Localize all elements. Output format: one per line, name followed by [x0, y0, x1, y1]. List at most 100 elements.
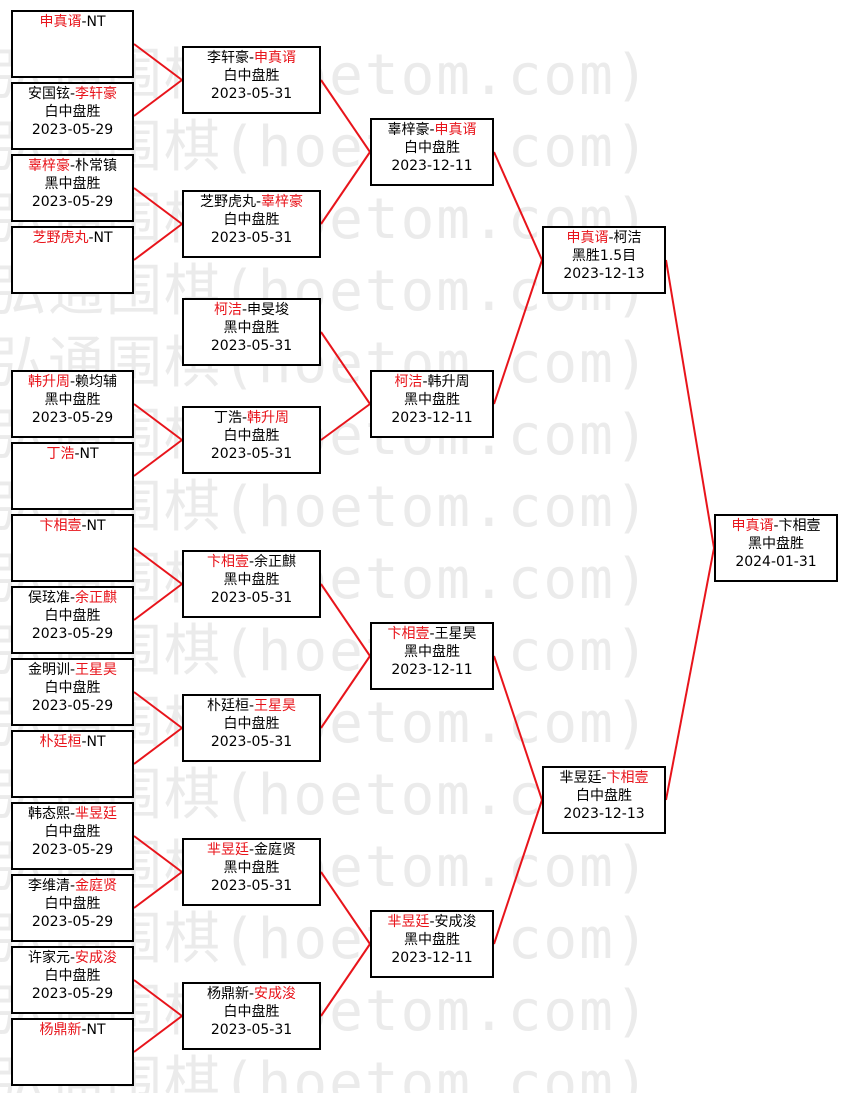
- match-players: 许家元-安成浚: [13, 949, 132, 967]
- connector-r1m6-r2m4: [133, 439, 183, 477]
- match-players: 卞相壹-NT: [13, 517, 132, 535]
- match-players: 卞相壹-余正麒: [184, 553, 319, 571]
- match-date: 2023-12-11: [391, 410, 473, 426]
- player-two: 韩升周: [247, 410, 290, 426]
- connector-r1m3-r2m2: [133, 187, 183, 225]
- player-two: 赖均辅: [75, 374, 118, 390]
- match-result: 白中盘胜: [223, 428, 280, 444]
- connector-r1m2-r2m1: [133, 79, 183, 117]
- player-two: 申真谞: [254, 50, 297, 66]
- match-result: 白中盘胜: [576, 788, 632, 804]
- connector-r2m8-r3m4: [320, 943, 371, 1017]
- match-players: 卞相壹-王星昊: [372, 625, 492, 643]
- match-box-r4m2: 芈昱廷-卞相壹白中盘胜 2023-12-13: [542, 766, 666, 834]
- match-players: 杨鼎新-NT: [13, 1021, 132, 1039]
- match-players: 芈昱廷-安成浚: [372, 913, 492, 931]
- match-date: 2023-12-11: [391, 950, 473, 966]
- connector-r3m4-r4m2: [493, 799, 543, 945]
- player-separator: -: [69, 590, 76, 606]
- player-two: NT: [86, 734, 106, 750]
- connector-r3m1-r4m1: [493, 151, 543, 261]
- match-result: 白中盘胜: [44, 824, 101, 840]
- match-date: 2023-05-29: [31, 914, 114, 930]
- player-one: 韩态熙: [27, 806, 70, 822]
- player-two: 余正麒: [254, 554, 297, 570]
- player-separator: -: [429, 122, 435, 138]
- match-date: 2023-05-29: [31, 122, 114, 138]
- player-two: 金庭贤: [75, 878, 118, 894]
- player-two: 余正麒: [75, 590, 118, 606]
- player-one: 柯洁: [213, 302, 242, 318]
- player-one: 杨鼎新: [206, 986, 249, 1002]
- match-date: 2023-05-31: [210, 86, 293, 102]
- match-result: 黑中盘胜: [404, 932, 460, 948]
- match-result: 白中盘胜: [44, 968, 101, 984]
- player-one: 朴廷桓: [206, 698, 249, 714]
- match-players: 朴廷桓-王星昊: [184, 697, 319, 715]
- match-result: 黑中盘胜: [223, 320, 280, 336]
- connector-r1m8-r2m5: [133, 583, 183, 621]
- match-date: 2023-05-29: [31, 842, 114, 858]
- player-separator: -: [608, 230, 614, 246]
- match-players: 申真谞-柯洁: [544, 229, 664, 247]
- player-two: 安成浚: [434, 914, 477, 930]
- match-box-r1m6: 丁浩-NT: [11, 442, 134, 510]
- match-players: 丁浩-韩升周: [184, 409, 319, 427]
- match-date: 2023-05-29: [31, 194, 114, 210]
- player-one: 辜梓豪: [387, 122, 430, 138]
- match-result: 白中盘胜: [44, 896, 101, 912]
- player-two: NT: [86, 14, 106, 30]
- match-date: 2023-05-29: [31, 986, 114, 1002]
- match-players: 杨鼎新-安成浚: [184, 985, 319, 1003]
- player-one: 李轩豪: [206, 50, 249, 66]
- player-separator: -: [81, 14, 87, 30]
- player-two: 王星昊: [254, 698, 297, 714]
- match-date: 2023-12-13: [563, 806, 645, 822]
- match-date: 2023-05-31: [210, 1022, 293, 1038]
- match-players: 韩态熙-芈昱廷: [13, 805, 132, 823]
- match-players: 芈昱廷-卞相壹: [544, 769, 664, 787]
- player-two: 柯洁: [613, 230, 642, 246]
- player-two: 王星昊: [434, 626, 477, 642]
- player-one: 卞相壹: [206, 554, 249, 570]
- connector-r2m4-r3m2: [320, 403, 371, 441]
- match-box-r1m4: 芝野虎丸-NT: [11, 226, 134, 294]
- player-separator: -: [773, 518, 779, 534]
- player-two: NT: [79, 446, 99, 462]
- match-players: 朴廷桓-NT: [13, 733, 132, 751]
- connector-r4m2-final: [665, 547, 715, 801]
- player-separator: -: [69, 662, 76, 678]
- connector-r2m2-r3m1: [320, 151, 371, 225]
- match-result: 黑中盘胜: [404, 644, 460, 660]
- player-two: 李轩豪: [75, 86, 118, 102]
- player-one: 李维清: [27, 878, 70, 894]
- match-players: 申真谞-NT: [13, 13, 132, 31]
- player-one: 申真谞: [731, 518, 774, 534]
- player-separator: -: [422, 374, 428, 390]
- player-separator: -: [81, 1022, 87, 1038]
- player-one: 金明训: [27, 662, 70, 678]
- player-two: 申旻埈: [247, 302, 290, 318]
- connector-r1m7-r2m5: [133, 547, 183, 585]
- player-two: NT: [86, 1022, 106, 1038]
- player-one: 芈昱廷: [559, 770, 602, 786]
- player-one: 芝野虎丸: [32, 230, 89, 246]
- player-one: 辜梓豪: [27, 158, 70, 174]
- match-result: 黑中盘胜: [44, 176, 101, 192]
- player-separator: -: [69, 86, 76, 102]
- player-two: 韩升周: [427, 374, 470, 390]
- player-one: 丁浩: [46, 446, 75, 462]
- match-box-r1m14: 杨鼎新-NT: [11, 1018, 134, 1086]
- match-box-r3m4: 芈昱廷-安成浚黑中盘胜 2023-12-11: [370, 910, 494, 978]
- match-result: 白中盘胜: [404, 140, 460, 156]
- match-players: 芝野虎丸-辜梓豪: [184, 193, 319, 211]
- match-box-r1m1: 申真谞-NT: [11, 10, 134, 78]
- player-separator: -: [69, 374, 76, 390]
